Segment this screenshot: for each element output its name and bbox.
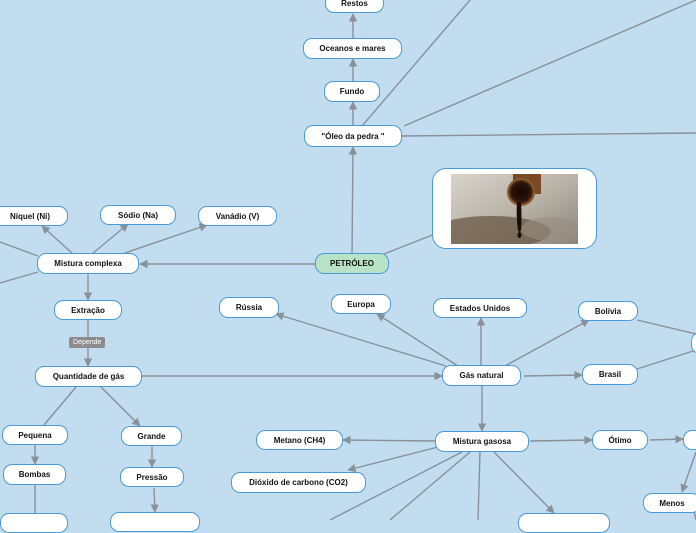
connector: [154, 488, 155, 512]
connector: [390, 452, 470, 520]
connector: [0, 242, 38, 256]
connector: [404, 0, 696, 126]
node-bombas[interactable]: Bombas: [3, 464, 66, 485]
connector: [402, 133, 696, 136]
node-extracao[interactable]: Extração: [54, 300, 122, 320]
connector: [0, 272, 38, 283]
node-fundo[interactable]: Fundo: [324, 81, 380, 102]
node-otimo[interactable]: Ótimo: [592, 430, 648, 450]
connector: [343, 440, 436, 441]
node-mistura-gasosa[interactable]: Mistura gasosa: [435, 431, 529, 452]
node-menos[interactable]: Menos: [643, 493, 696, 513]
connector: [637, 350, 696, 369]
node-europa[interactable]: Europa: [331, 294, 391, 314]
connector: [530, 440, 592, 441]
connector: [101, 387, 140, 426]
node-estados-unidos[interactable]: Estados Unidos: [433, 298, 527, 318]
node-dioxido-de-carbono[interactable]: Dióxido de carbono (CO2): [231, 472, 366, 493]
connector: [377, 314, 458, 366]
node-bottom-left[interactable]: [0, 513, 68, 533]
node-restos[interactable]: Restos: [325, 0, 384, 13]
node-oleo-da-pedra[interactable]: "Óleo da pedra ": [304, 125, 402, 147]
node-niquel[interactable]: Níquel (Ni): [0, 206, 68, 226]
connector: [505, 320, 589, 366]
connector: [650, 439, 683, 440]
node-grande[interactable]: Grande: [121, 426, 182, 446]
connector: [362, 0, 470, 126]
connector: [44, 387, 76, 425]
node-gas-natural[interactable]: Gás natural: [442, 365, 521, 386]
connector: [348, 447, 438, 470]
connector: [494, 452, 554, 513]
node-vanadio[interactable]: Vanádio (V): [198, 206, 277, 226]
image-node[interactable]: [432, 168, 597, 249]
node-mistura-complexa[interactable]: Mistura complexa: [37, 253, 139, 274]
connector: [92, 224, 128, 254]
node-bottom-center-left[interactable]: [110, 512, 200, 532]
node-metano[interactable]: Metano (CH4): [256, 430, 343, 450]
relation-label-depende: Depende: [69, 337, 105, 348]
connector: [352, 147, 353, 254]
node-pequena[interactable]: Pequena: [2, 425, 68, 445]
node-pressao[interactable]: Pressão: [120, 467, 184, 487]
node-brasil[interactable]: Brasil: [582, 364, 638, 385]
node-right-edge-2[interactable]: [683, 430, 696, 450]
node-russia[interactable]: Rússia: [219, 297, 279, 318]
node-quantidade-de-gas[interactable]: Quantidade de gás: [35, 366, 142, 387]
node-bottom-right[interactable]: [518, 513, 610, 533]
connector: [524, 375, 582, 376]
oil-drop-photo: [451, 174, 578, 244]
node-sodio[interactable]: Sódio (Na): [100, 205, 176, 225]
connector: [42, 226, 73, 254]
connector: [637, 320, 696, 334]
connector: [478, 452, 480, 520]
connector: [682, 452, 696, 492]
node-oceanos-e-mares[interactable]: Oceanos e mares: [303, 38, 402, 59]
connector: [276, 314, 446, 366]
node-bolivia[interactable]: Bolívia: [578, 301, 638, 321]
connector: [122, 225, 207, 254]
node-petroleo-root[interactable]: PETRÓLEO: [315, 253, 389, 274]
